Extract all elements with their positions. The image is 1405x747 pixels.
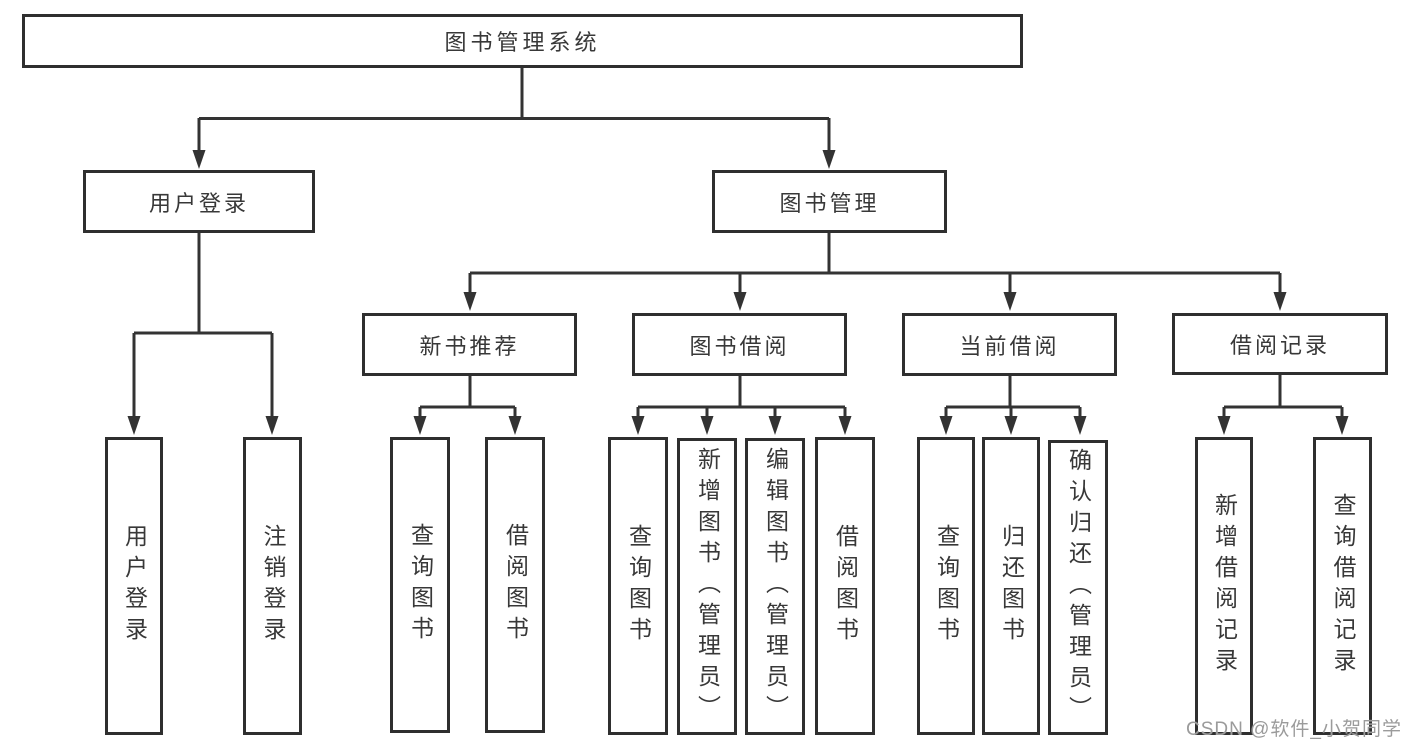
node-label: 新增图书（管理员） — [694, 447, 721, 726]
node-label: 查询图书 — [407, 523, 434, 647]
node-label: 归还图书 — [998, 524, 1025, 648]
node-label: 新增借阅记录 — [1211, 493, 1238, 679]
node-label: 新书推荐 — [419, 333, 520, 359]
leaf-query-books-current: 查询图书 — [917, 437, 975, 735]
leaf-add-books-admin: 新增图书（管理员） — [677, 438, 737, 735]
leaf-query-books-recommend: 查询图书 — [390, 437, 450, 733]
node-label: 查询图书 — [933, 524, 960, 648]
node-current-borrowing: 当前借阅 — [902, 313, 1117, 376]
node-label: 借阅图书 — [832, 524, 859, 648]
leaf-borrow-books-recommend: 借阅图书 — [485, 437, 545, 733]
node-label: 查询图书 — [625, 524, 652, 648]
node-user-login: 用户登录 — [83, 170, 315, 233]
leaf-edit-books-admin: 编辑图书（管理员） — [745, 438, 805, 735]
node-label: 图书借阅 — [689, 333, 790, 359]
node-book-management: 图书管理 — [712, 170, 947, 233]
leaf-confirm-return-admin: 确认归还（管理员） — [1048, 440, 1108, 735]
leaf-add-borrow-record: 新增借阅记录 — [1195, 437, 1253, 735]
node-label: 用户登录 — [121, 524, 148, 648]
node-new-book-recommend: 新书推荐 — [362, 313, 577, 376]
node-label: 用户登录 — [148, 190, 249, 216]
node-label: 图书管理系统 — [444, 30, 601, 55]
leaf-query-borrow-record: 查询借阅记录 — [1313, 437, 1372, 735]
leaf-borrow-books-borrowing: 借阅图书 — [815, 437, 875, 735]
csdn-watermark: CSDN @软件_小贺同学 — [1186, 719, 1402, 740]
leaf-query-books-borrowing: 查询图书 — [608, 437, 668, 735]
leaf-return-books: 归还图书 — [982, 437, 1040, 735]
node-label: 当前借阅 — [959, 333, 1060, 359]
node-book-borrowing: 图书借阅 — [632, 313, 847, 376]
node-borrowing-records: 借阅记录 — [1172, 313, 1388, 375]
node-label: 图书管理 — [779, 190, 880, 216]
node-label: 借阅记录 — [1229, 333, 1330, 358]
leaf-logout: 注销登录 — [243, 437, 302, 735]
leaf-user-login: 用户登录 — [105, 437, 163, 735]
node-label: 编辑图书（管理员） — [762, 447, 789, 726]
node-library-management-system: 图书管理系统 — [22, 14, 1023, 68]
node-label: 注销登录 — [260, 524, 286, 648]
node-label: 确认归还（管理员） — [1065, 448, 1092, 727]
node-label: 查询借阅记录 — [1330, 493, 1356, 679]
node-label: 借阅图书 — [502, 523, 529, 647]
